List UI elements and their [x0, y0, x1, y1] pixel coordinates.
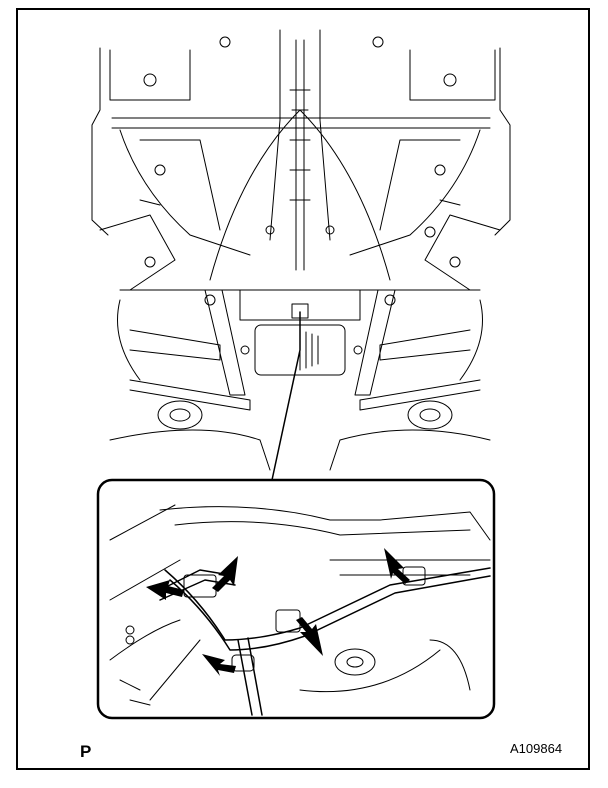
- underbody-overview: [91, 29, 511, 481]
- callout-arrow-upper-clamp: [212, 556, 238, 592]
- callout-arrow-hose-joint: [202, 654, 236, 676]
- detail-zoom-box: [96, 478, 496, 720]
- callout-arrows: [146, 548, 410, 676]
- callout-arrow-right-clamp: [384, 548, 410, 584]
- callout-arrow-center-clamp: [296, 617, 323, 656]
- callout-arrow-left-clamp: [146, 580, 184, 600]
- view-label: P: [80, 742, 92, 761]
- figure-id: A109864: [510, 741, 563, 756]
- figure-frame: [16, 8, 590, 770]
